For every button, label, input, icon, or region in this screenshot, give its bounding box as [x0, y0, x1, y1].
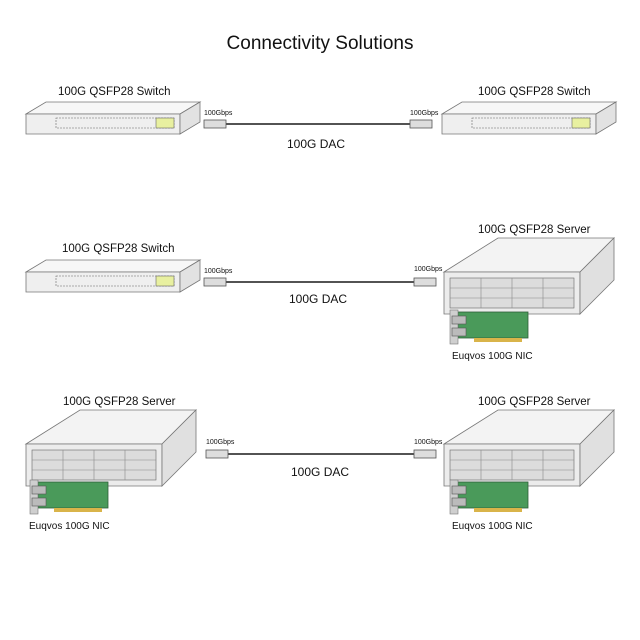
row3-right-nic-card [449, 479, 529, 515]
row1-right-speed: 100Gbps [410, 110, 439, 117]
row3-left-server [24, 409, 197, 487]
row3-right-device-label: 100G QSFP28 Server [478, 396, 591, 408]
row3-left-speed: 100Gbps [206, 439, 235, 446]
row2-right-nic-card [449, 309, 529, 345]
row3-left-nic-card [29, 479, 109, 515]
dac-cable-3 [205, 449, 437, 459]
row1-left-speed: 100Gbps [204, 110, 233, 117]
row2-left-device-label: 100G QSFP28 Switch [62, 243, 175, 255]
row3-left-nic-label: Euqvos 100G NIC [29, 521, 110, 532]
row2-right-speed: 100Gbps [414, 266, 443, 273]
row1-right-device-label: 100G QSFP28 Switch [478, 86, 591, 98]
row2-left-switch [24, 259, 202, 293]
row1-left-switch [24, 101, 202, 135]
row2-right-device-label: 100G QSFP28 Server [478, 224, 591, 236]
row3-right-speed: 100Gbps [414, 439, 443, 446]
row1-right-switch [440, 101, 618, 135]
row1-left-device-label: 100G QSFP28 Switch [58, 86, 171, 98]
row3-left-device-label: 100G QSFP28 Server [63, 396, 176, 408]
diagram-title: Connectivity Solutions [226, 33, 414, 54]
dac-cable-2 [203, 277, 437, 287]
row3-cable-label: 100G DAC [291, 465, 350, 479]
row2-cable-label: 100G DAC [289, 292, 348, 306]
row2-right-nic-label: Euqvos 100G NIC [452, 351, 533, 362]
row1-cable-label: 100G DAC [287, 137, 346, 151]
row3-right-server [442, 409, 615, 487]
dac-cable-1 [203, 119, 433, 129]
row2-right-server [442, 237, 615, 315]
row3-right-nic-label: Euqvos 100G NIC [452, 521, 533, 532]
row2-left-speed: 100Gbps [204, 268, 233, 275]
